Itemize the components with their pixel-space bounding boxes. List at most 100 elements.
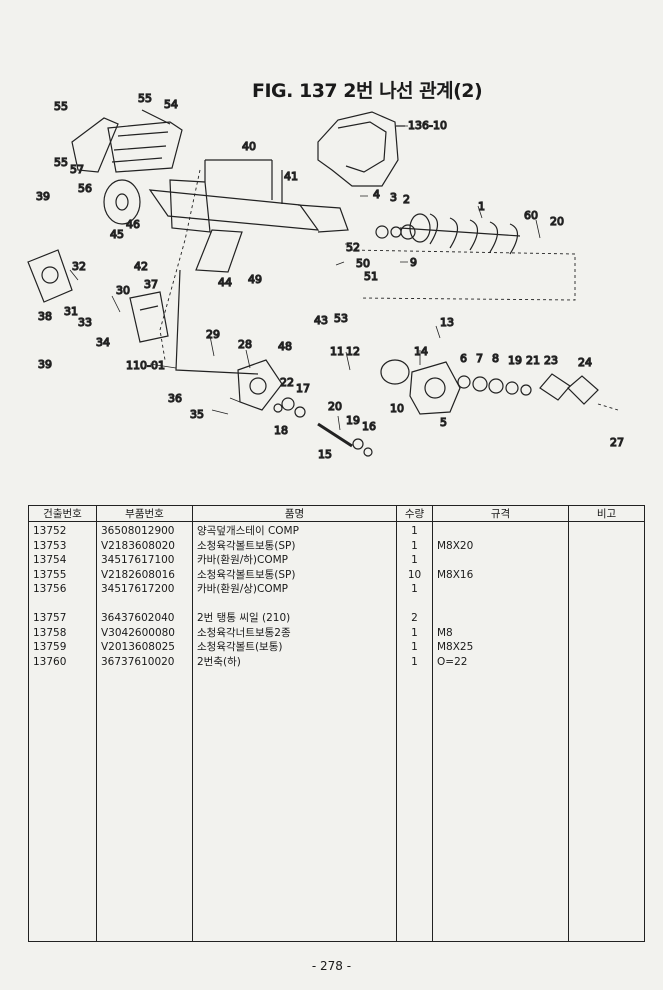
svg-text:28: 28 [238,338,252,351]
cell-name: 카바(환원/하)COMP [197,554,289,566]
cell-qty: 1 [411,525,418,537]
cell-no: 13753 [33,539,67,552]
svg-text:10: 10 [390,402,404,415]
svg-text:42: 42 [134,260,148,273]
cell-spec: M8X16 [437,568,474,581]
cell-qty: 10 [407,568,422,581]
svg-text:49: 49 [248,273,262,286]
page-number: - 278 - [311,959,352,973]
header-quantity: 수량 [396,505,433,522]
svg-text:37: 37 [144,278,158,291]
svg-text:40: 40 [242,140,256,153]
header-spec: 규격 [432,505,569,522]
cell-part: V2182608016 [101,568,175,581]
cell-name: 소청육각볼트(보통) [197,641,283,653]
svg-text:22: 22 [280,376,294,389]
cell-part: V3042600080 [101,626,175,639]
svg-text:43: 43 [314,314,328,327]
cell-no: 13752 [33,525,67,537]
header-part-no: 부품번호 [96,505,193,522]
svg-text:38: 38 [38,310,52,323]
svg-text:16: 16 [362,420,376,433]
svg-text:4: 4 [373,188,380,201]
svg-text:18: 18 [274,424,288,437]
svg-text:31: 31 [64,305,78,318]
cell-qty: 1 [411,554,418,566]
svg-text:53: 53 [334,312,348,325]
remarks-column [568,521,645,942]
svg-text:46: 46 [126,218,140,231]
part-name-column: 양곡덮개스테이 COMP 소청육각볼트보통(SP) 카바(환원/하)COMP 소청육각… [192,521,397,942]
svg-text:55: 55 [138,92,152,105]
svg-text:8: 8 [492,352,499,365]
header-construction-no: 건출번호 [28,505,97,522]
svg-text:35: 35 [190,408,204,421]
cell-spec [437,524,564,539]
svg-text:17: 17 [296,382,310,395]
svg-text:11: 11 [330,345,344,358]
svg-text:21: 21 [526,354,540,367]
cell-spec: M8X25 [437,641,474,653]
svg-text:24: 24 [578,356,592,369]
svg-text:50: 50 [356,257,370,270]
cell-qty: 2 [411,612,418,624]
cell-no: 13754 [33,554,67,566]
cell-name [197,597,392,612]
svg-text:23: 23 [544,354,558,367]
svg-text:41: 41 [284,170,298,183]
svg-text:60: 60 [524,209,538,222]
cell-spec: M8X20 [437,539,474,552]
cell-name: 양곡덮개스테이 COMP [197,525,299,537]
svg-text:33: 33 [78,316,92,329]
cell-part: V2013608025 [101,641,175,653]
cell-no: 13758 [33,626,67,639]
cell-part: 36437602040 [101,612,175,624]
table-header-row: 건출번호 부품번호 품명 수량 규격 비고 [28,505,645,522]
svg-text:19: 19 [508,354,522,367]
cell-part [101,597,188,612]
cell-spec [437,582,564,597]
svg-text:32: 32 [72,260,86,273]
parts-table: 건출번호 부품번호 품명 수량 규격 비고 13752 13753 13754 137… [28,505,645,942]
svg-text:9: 9 [410,256,417,269]
cell-part: 34517617100 [101,554,175,566]
svg-text:136-10: 136-10 [408,119,447,132]
svg-text:2: 2 [403,193,410,206]
cell-name: 카바(환원/상)COMP [197,583,289,595]
svg-text:56: 56 [78,182,92,195]
cell-no: 13757 [33,612,67,624]
cell-spec [437,597,564,612]
svg-text:55: 55 [54,156,68,169]
svg-text:54: 54 [164,98,178,111]
svg-text:36: 36 [168,392,182,405]
cell-qty: 1 [411,583,418,595]
cell-part: 34517617200 [101,583,175,595]
cell-spec: M8 [437,626,453,639]
svg-text:15: 15 [318,448,332,461]
svg-text:13: 13 [440,316,454,329]
cell-qty: 1 [411,641,418,653]
svg-text:30: 30 [116,284,130,297]
cell-part: V2183608020 [101,539,175,552]
cell-name: 2번 탱통 씨일 (210) [197,612,291,624]
svg-text:51: 51 [364,270,378,283]
svg-text:20: 20 [328,400,342,413]
cell-spec: O=22 [437,655,468,668]
svg-text:1: 1 [478,200,485,213]
cell-qty: 1 [411,626,418,639]
figure-title: FIG. 137 2번 나선 관계(2) [252,80,483,102]
cell-qty [401,597,428,612]
svg-text:39: 39 [36,190,50,203]
cell-name: 소청육각볼트보통(SP) [197,539,296,552]
svg-text:14: 14 [414,345,428,358]
cell-no [33,597,92,612]
svg-text:44: 44 [218,276,232,289]
svg-text:34: 34 [96,336,110,349]
exploded-parts-diagram: 136-10 55 55 54 40 41 55 57 56 39 46 45 … [27,91,625,462]
svg-text:19: 19 [346,414,360,427]
